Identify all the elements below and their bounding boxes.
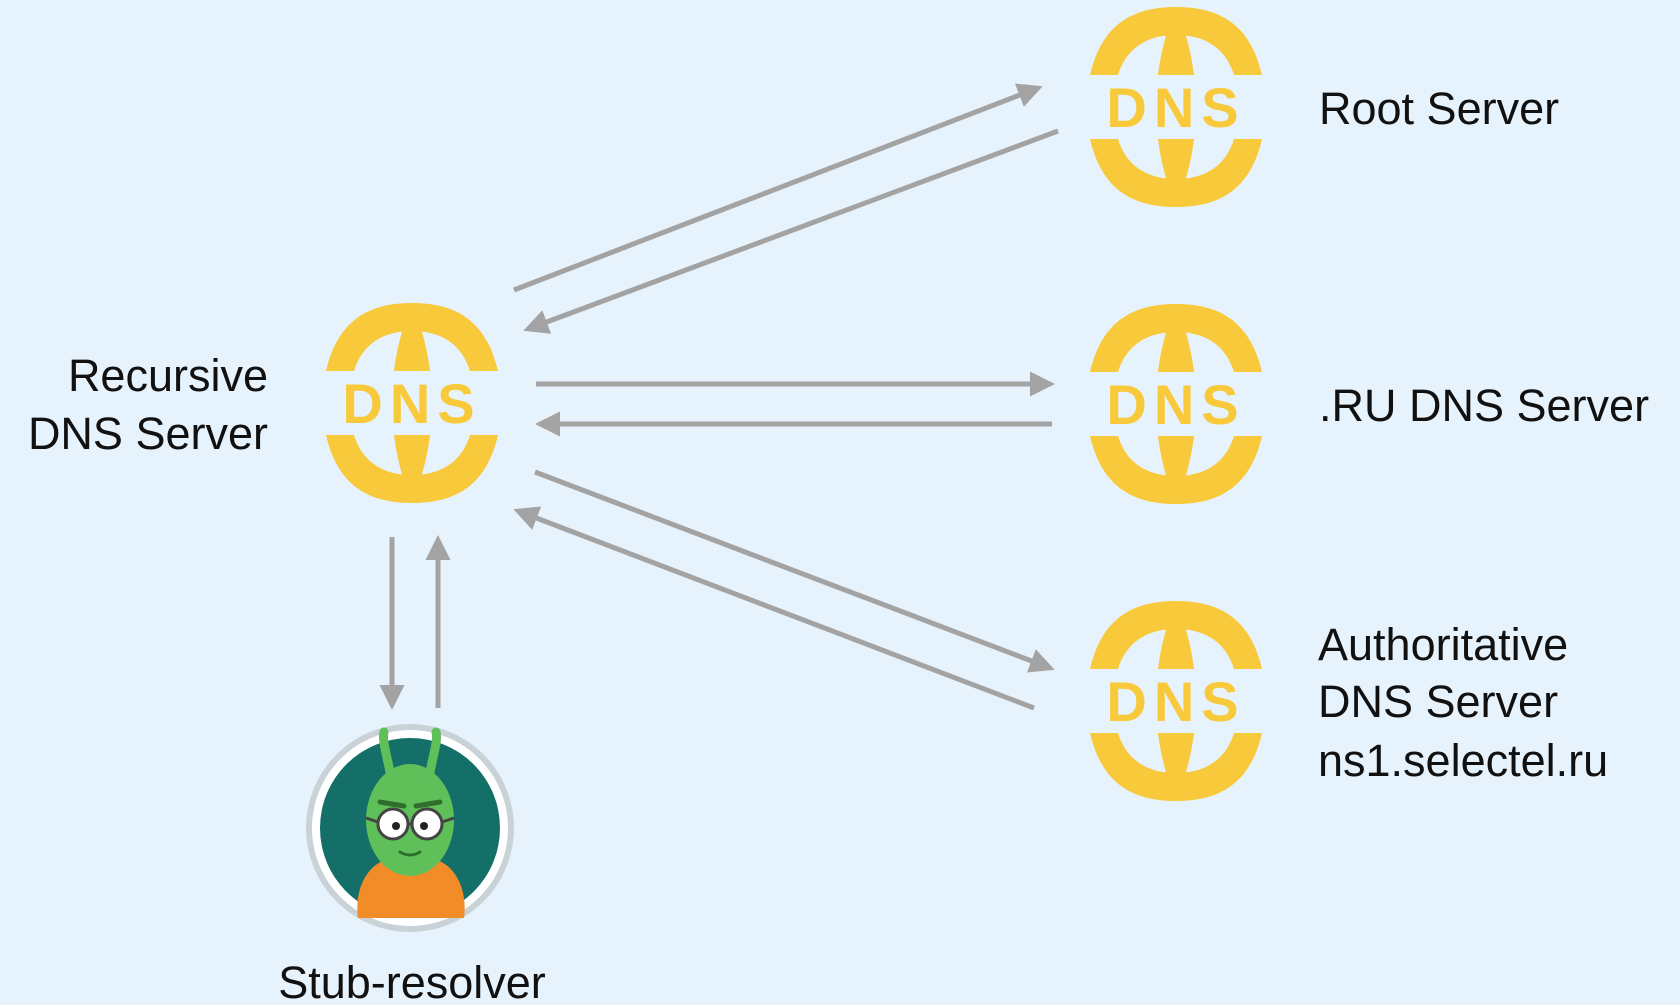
- arrow-authoritative-to-recursive: [513, 506, 1035, 711]
- root-server-label: Root Server: [1319, 83, 1559, 134]
- dns-globe-icon: DNS: [1090, 7, 1262, 207]
- node-recursive-dns-server: DNS Recursive DNS Server: [28, 303, 498, 503]
- arrow-root-to-recursive: [523, 128, 1059, 334]
- ru-dns-server-label: .RU DNS Server: [1319, 380, 1649, 431]
- node-stub-resolver: Stub-resolver: [278, 724, 546, 1005]
- authoritative-label-line2: DNS Server: [1318, 676, 1558, 727]
- recursive-label-line1: Recursive: [68, 350, 268, 401]
- node-authoritative-dns-server: DNS Authoritative DNS Server ns1.selecte…: [1090, 601, 1608, 801]
- authoritative-label-line3: ns1.selectel.ru: [1318, 735, 1608, 786]
- stub-resolver-label: Stub-resolver: [278, 957, 546, 1005]
- dns-icon-label: DNS: [342, 372, 481, 435]
- arrow-recursive-to-root: [513, 83, 1043, 293]
- dns-icon-label: DNS: [1106, 76, 1245, 139]
- avatar-character-icon: [306, 724, 514, 932]
- dns-icon-label: DNS: [1106, 373, 1245, 436]
- arrow-recursive-to-authoritative: [534, 469, 1055, 673]
- dns-globe-icon: DNS: [1090, 601, 1262, 801]
- dns-globe-icon: DNS: [1090, 304, 1262, 504]
- dns-icon-label: DNS: [1106, 670, 1245, 733]
- node-ru-dns-server: DNS .RU DNS Server: [1090, 304, 1649, 504]
- authoritative-label-line1: Authoritative: [1318, 619, 1568, 670]
- arrows: [379, 83, 1059, 711]
- recursive-label-line2: DNS Server: [28, 408, 268, 459]
- dns-globe-icon: DNS: [326, 303, 498, 503]
- node-root-server: DNS Root Server: [1090, 7, 1559, 207]
